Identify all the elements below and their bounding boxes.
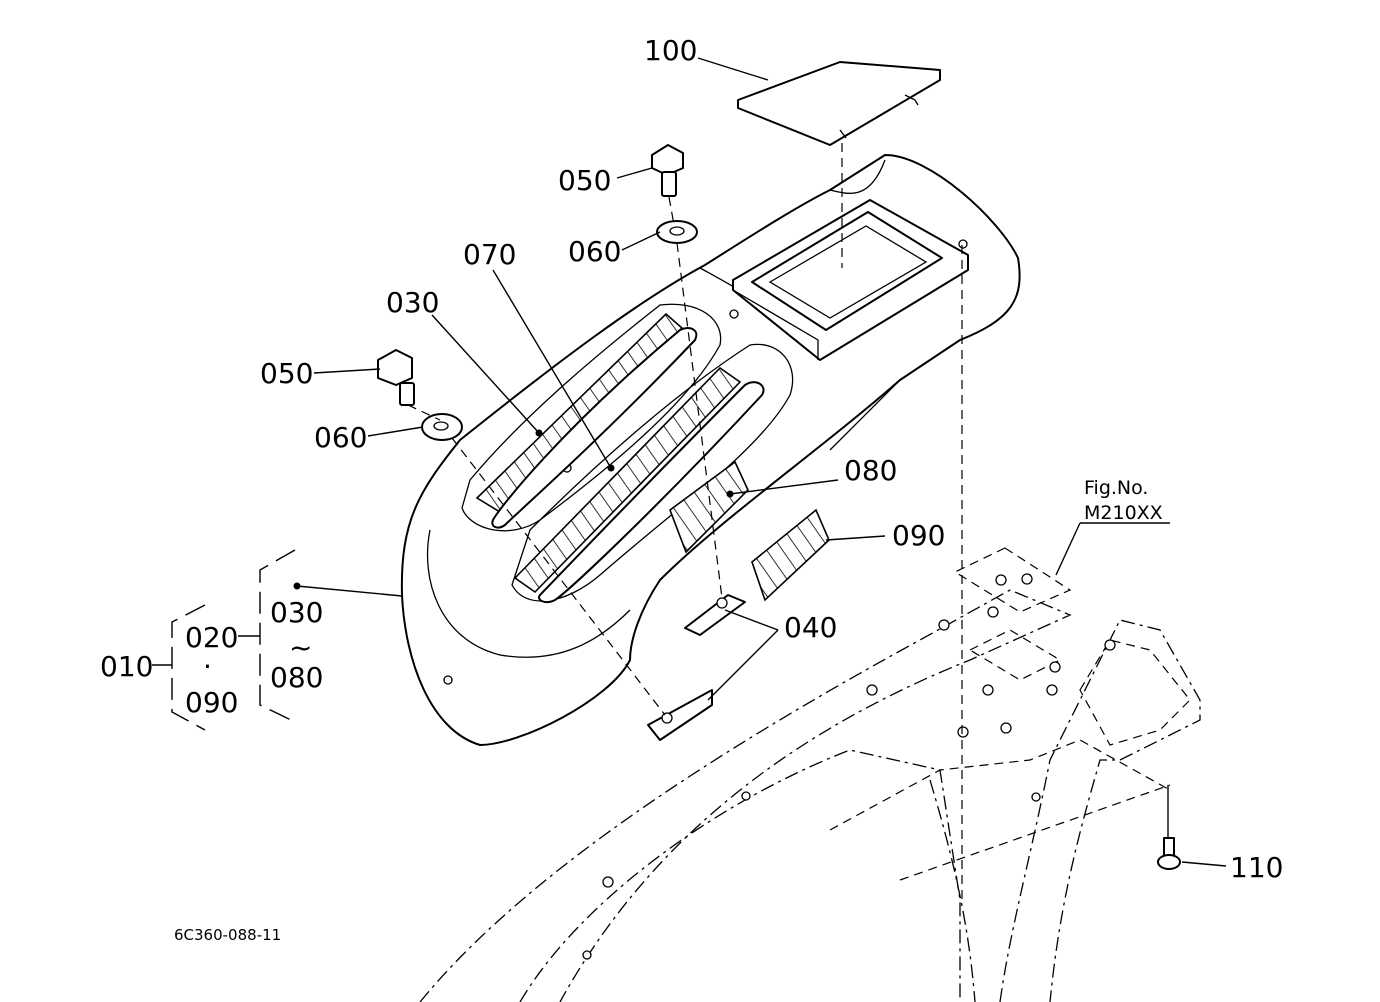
label-080: 080 (844, 454, 897, 487)
bolt-050-left (377, 349, 415, 406)
label-060-top: 060 (568, 235, 621, 268)
label-050-top: 050 (558, 164, 611, 197)
label-100: 100 (644, 34, 697, 67)
label-110: 110 (1230, 851, 1283, 884)
washer-060-left (421, 413, 463, 441)
pad-080 (669, 460, 749, 554)
assembly-centerlines (407, 143, 963, 900)
bracket-040-lower (647, 689, 713, 741)
bracket-040-upper (684, 594, 746, 636)
pad-070 (513, 366, 765, 604)
label-010: 010 (100, 650, 153, 683)
drawing-code: 6C360-088-11 (174, 926, 281, 944)
label-060-left: 060 (314, 421, 367, 454)
pad-030 (475, 312, 698, 529)
label-030: 030 (386, 286, 439, 319)
label-030-group: 030 (270, 596, 323, 629)
screw-110 (1157, 837, 1181, 870)
label-040: 040 (784, 611, 837, 644)
label-070: 070 (463, 238, 516, 271)
label-dot-separator: · (203, 650, 212, 683)
chassis-frame (419, 547, 1201, 1002)
bolt-050-top (651, 144, 684, 197)
label-090: 090 (892, 519, 945, 552)
lid-100 (737, 61, 941, 146)
pad-090 (751, 508, 830, 602)
leader-lines (152, 57, 1227, 867)
label-020: 020 (185, 621, 238, 654)
label-tilde: ~ (289, 631, 312, 664)
washer-060-top (656, 220, 698, 244)
figure-ref-line2: M210XX (1084, 502, 1163, 524)
console-box (732, 199, 969, 361)
label-090-group: 090 (185, 686, 238, 719)
label-080-group: 080 (270, 661, 323, 694)
figure-ref-line1: Fig.No. (1084, 477, 1148, 499)
label-050-left: 050 (260, 357, 313, 390)
